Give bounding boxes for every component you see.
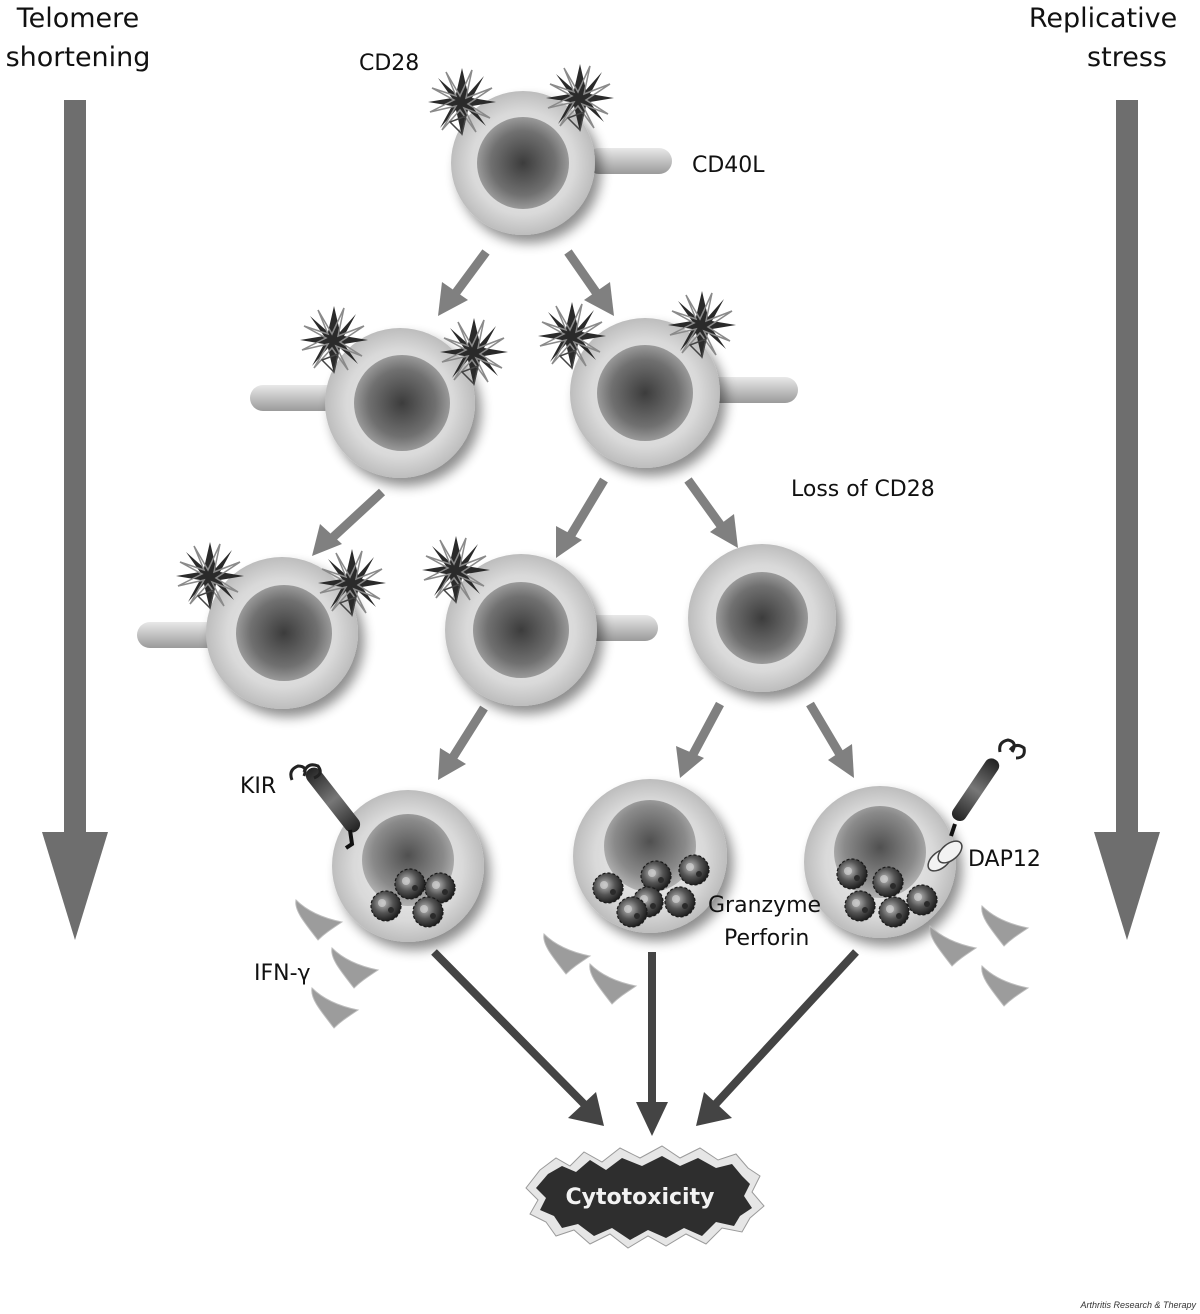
arrowhead-3 [312, 524, 342, 556]
arrow-to-dap12-cell [806, 701, 846, 761]
right-side-label-line2: stress [1087, 42, 1167, 73]
dark-arrowhead-right [696, 1092, 732, 1126]
ifn-gamma-label: IFN-γ [254, 961, 311, 986]
cd28-receptor-icon [175, 541, 245, 611]
dark-arrowhead-center [636, 1102, 668, 1136]
granule-icon [844, 890, 876, 922]
arrow-to-granzyme-cell [686, 701, 724, 763]
cytokine-icon [543, 933, 591, 975]
effector-cell-granzyme [573, 779, 727, 933]
cd40l-rod [137, 622, 227, 648]
nucleus [236, 585, 332, 681]
cd28-label: CD28 [359, 51, 419, 76]
activating-kir-receptor-icon [949, 738, 1026, 837]
arrow-midleft-to-bottomleft [326, 488, 386, 544]
cd40l-rod [586, 148, 672, 174]
granule-icon [394, 868, 426, 900]
kir-receptor-icon [289, 763, 361, 850]
cytokine-icon [981, 965, 1029, 1007]
arrowhead-5 [710, 514, 738, 548]
left-side-label-line1: Telomere [16, 3, 140, 34]
arrowhead-1 [438, 282, 468, 316]
arrow-heads [312, 282, 854, 780]
cell-naive-top [427, 63, 672, 235]
granule-icon [678, 854, 710, 886]
cell-mid-left [250, 305, 509, 478]
cd40l-rod [706, 377, 798, 403]
granule-icon [592, 872, 624, 904]
cd40l-label: CD40L [692, 153, 765, 178]
cytotoxicity-burst: Cytotoxicity [525, 1145, 765, 1249]
granule-icon [370, 890, 402, 922]
cytokine-icon [589, 963, 637, 1005]
effector-cell-kir [289, 763, 484, 942]
effector-cell-dap12 [804, 738, 1026, 938]
cd28-receptor-icon [421, 535, 491, 605]
granule-icon [906, 884, 938, 916]
arrow-top-to-right [564, 249, 604, 301]
granule-icon [872, 866, 904, 898]
cytotoxicity-arrows [431, 949, 859, 1111]
replicative-stress-arrow [1094, 100, 1160, 940]
perforin-label: Perforin [724, 926, 809, 951]
cytokine-icon [311, 987, 359, 1029]
nucleus [597, 345, 693, 441]
dap12-label: DAP12 [968, 847, 1041, 872]
nucleus [477, 117, 569, 209]
cd28-receptor-icon [299, 305, 369, 375]
cytokine-icon [295, 899, 343, 941]
right-side-label-line1: Replicative [1029, 3, 1177, 34]
dark-arrowhead-left [568, 1092, 604, 1126]
cell-bottom-center [421, 535, 658, 706]
journal-credit: Arthritis Research & Therapy [1079, 1300, 1196, 1310]
arrow-top-to-left [448, 249, 490, 301]
kir-label: KIR [240, 774, 276, 799]
cd40l-rod [250, 385, 340, 411]
cell-mid-right [537, 290, 798, 468]
cd28-receptor-icon [427, 67, 497, 137]
nucleus [604, 800, 696, 892]
arrowhead-4 [556, 526, 582, 558]
arrowhead-8 [828, 744, 854, 778]
granule-icon [616, 896, 648, 928]
granzyme-label: Granzyme [708, 893, 821, 918]
nucleus [473, 582, 569, 678]
granule-icon [836, 858, 868, 890]
cytotoxicity-label: Cytotoxicity [566, 1185, 715, 1210]
dark-arrow-right [709, 949, 859, 1111]
left-side-label-line2: shortening [6, 42, 151, 73]
arrow-midright-to-bottomcenter [564, 477, 608, 543]
granule-icon [664, 886, 696, 918]
arrow-to-kir-cell [446, 705, 488, 765]
arrowhead-7 [676, 746, 704, 778]
granule-icon [640, 860, 672, 892]
arrow-midright-to-bottomright [684, 477, 728, 533]
dap12-adaptor-icon [927, 840, 963, 872]
cytokine-icon [929, 925, 977, 967]
nucleus [716, 572, 808, 664]
arrowhead-6 [438, 748, 466, 780]
dark-arrow-left [431, 949, 591, 1111]
differentiation-arrows [326, 249, 846, 765]
granule-icon [878, 896, 910, 928]
dark-arrow-heads [568, 1092, 732, 1136]
granule-icon [412, 896, 444, 928]
cytokine-icon [331, 947, 379, 989]
cell-bottom-left [137, 541, 387, 709]
cell-cd28-null [688, 544, 836, 692]
arrowhead-2 [584, 282, 614, 316]
cytokine-icon [981, 905, 1029, 947]
loss-of-cd28-label: Loss of CD28 [791, 477, 935, 502]
cd28-receptor-icon [537, 301, 607, 371]
nucleus [354, 355, 450, 451]
telomere-shortening-arrow [42, 100, 108, 940]
